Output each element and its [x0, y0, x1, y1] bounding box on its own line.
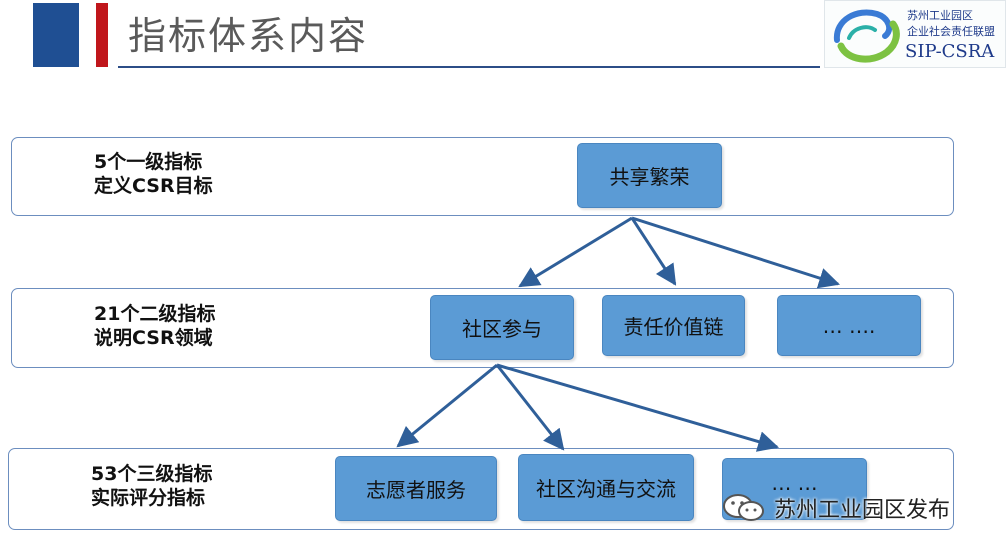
level1-label-line2: 定义CSR目标 [94, 175, 213, 197]
title-underline [118, 66, 820, 68]
arrow-l2-to-communication [495, 364, 565, 451]
node-community-communication: 社区沟通与交流 [518, 454, 694, 521]
level2-label-line2: 说明CSR领域 [94, 327, 213, 349]
arrow-l2-to-more [496, 363, 780, 452]
arrow-l1-to-community [518, 216, 633, 288]
node-level2-more: … …. [777, 295, 921, 356]
node-volunteer-service: 志愿者服务 [335, 456, 497, 521]
watermark-text: 苏州工业园区发布 [774, 498, 951, 523]
level3-label-line1: 53个三级指标 [91, 463, 213, 485]
logo-line3: SIP-CSRA [905, 41, 995, 62]
level3-label-line2: 实际评分指标 [91, 487, 206, 509]
level1-label: 5个一级指标 定义CSR目标 [94, 150, 213, 198]
level2-label-line1: 21个二级指标 [94, 303, 216, 325]
level3-label: 53个三级指标 实际评分指标 [91, 462, 212, 510]
logo-line2: 企业社会责任联盟 [907, 25, 995, 38]
logo-swirl-icon [833, 9, 900, 63]
sip-csra-logo: 苏州工业园区 企业社会责任联盟 SIP-CSRA [824, 0, 1006, 68]
arrow-l1-to-value-chain [630, 217, 677, 286]
wechat-icon [722, 493, 766, 523]
arrow-l2-to-volunteer [396, 363, 498, 448]
level1-label-line1: 5个一级指标 [94, 151, 203, 173]
watermark: 苏州工业园区发布 [722, 488, 950, 528]
arrow-l1-to-more [631, 216, 840, 289]
node-community-participation: 社区参与 [430, 295, 574, 360]
node-responsible-value-chain: 责任价值链 [602, 295, 745, 356]
page-title: 指标体系内容 [128, 14, 369, 58]
level1-panel [11, 137, 954, 216]
logo-line1: 苏州工业园区 [907, 9, 973, 22]
level2-label: 21个二级指标 说明CSR领域 [94, 302, 215, 350]
node-shared-prosperity: 共享繁荣 [577, 143, 722, 208]
header-accent-blue [33, 3, 79, 67]
header-accent-red [96, 3, 108, 67]
